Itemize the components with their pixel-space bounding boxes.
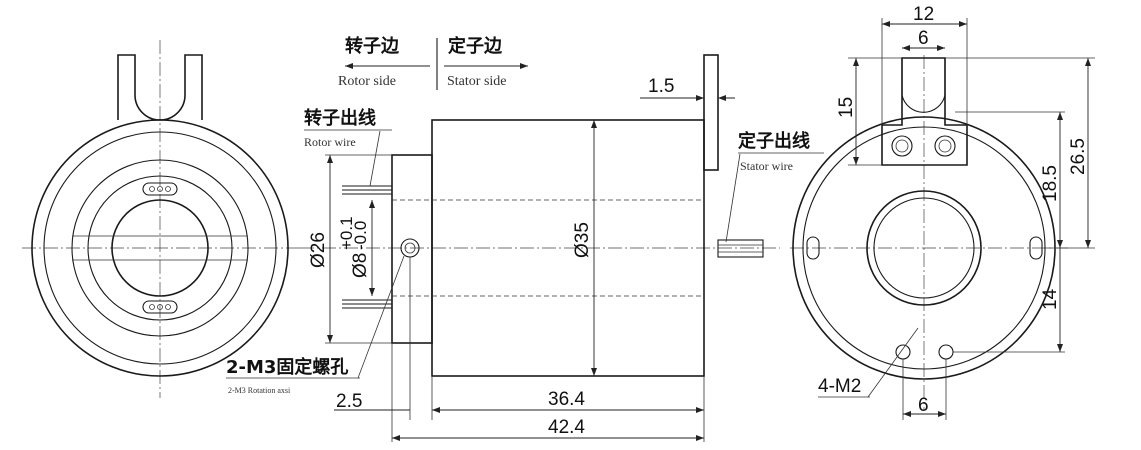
dim-step-length: 2.5 [336, 391, 362, 412]
right-bore-inner [873, 197, 975, 299]
left-ring-mid [87, 175, 233, 321]
left-ring-outer [71, 159, 249, 337]
rotor-wire-en-label: Rotor wire [304, 135, 356, 149]
m2-hole-right [938, 344, 954, 360]
stator-wire-en-label: Stator wire [740, 159, 793, 173]
stator-wire-cn-label: 定子出线 [738, 130, 810, 152]
left-end-view [22, 40, 300, 398]
main-body [431, 119, 705, 377]
stator-flange [703, 54, 719, 171]
right-bore-outer [866, 190, 982, 306]
dim-bore: Ø8 [350, 253, 371, 278]
rotor-step [391, 154, 433, 344]
rotor-side-en-label: Rotor side [338, 74, 396, 89]
dim-tab-width: 12 [913, 4, 934, 25]
left-wire-slot-bottom [142, 300, 178, 314]
rotor-side-cn-label: 转子边 [345, 35, 400, 57]
dim-rotor-diameter: Ø26 [308, 232, 329, 268]
m3-hole-en-label: 2-M3 Rotation axsi [228, 386, 291, 395]
m2-hole-left [895, 344, 911, 360]
stator-wires [717, 239, 764, 258]
right-tab-hole-left [891, 135, 913, 157]
left-bore-circle [111, 199, 209, 297]
stator-side-en-label: Stator side [447, 74, 507, 89]
left-top-tab [117, 54, 203, 121]
rotor-wires [342, 185, 392, 309]
dim-body-length: 36.4 [548, 389, 585, 410]
dim-m2-spacing: 6 [918, 395, 929, 416]
right-end-view: 12 6 15 26.5 18.5 14 6 4-M2 [790, 4, 1095, 420]
dim-tab-to-center: 26.5 [1068, 138, 1089, 175]
dim-hole-offset-lower: 14 [1040, 288, 1061, 310]
rotor-wire-cn-label: 转子出线 [304, 107, 376, 129]
right-wire-slot-right [1029, 236, 1043, 260]
right-wire-slot-left [806, 236, 820, 260]
left-wire-slot-top [142, 182, 178, 196]
dim-body-diameter: Ø35 [572, 222, 593, 258]
dim-hole-offset-upper: 18.5 [1040, 165, 1061, 202]
dim-bore-tol-lower: -0.0 [351, 221, 370, 250]
dim-flange-thickness: 1.5 [648, 76, 674, 97]
right-tab-slot [901, 58, 946, 113]
dim-bore-tol-upper: +0.1 [337, 216, 356, 250]
dim-total-length: 42.4 [548, 417, 585, 438]
m3-hole-cn-label: 2-M3固定螺孔 [226, 356, 348, 378]
left-second-circle [43, 131, 277, 365]
stator-side-cn-label: 定子边 [448, 35, 503, 57]
right-tab-hole-right [934, 135, 956, 157]
dim-tab-height: 15 [836, 97, 857, 118]
side-view: 转子边 Rotor side 定子边 Stator side [226, 35, 824, 442]
dim-slot-width: 6 [918, 28, 929, 49]
m2-hole-label: 4-M2 [818, 376, 861, 397]
